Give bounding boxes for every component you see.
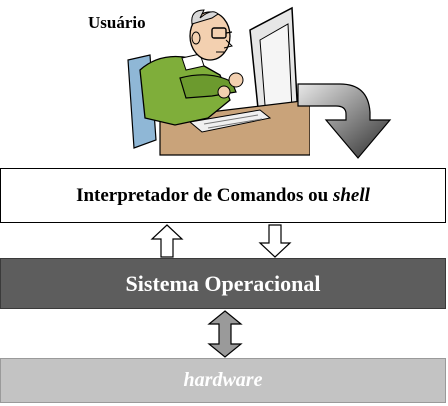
user-at-computer-illustration (127, 6, 310, 156)
up-arrow-icon (150, 224, 184, 258)
hardware-label: hardware (183, 369, 263, 391)
double-arrow-icon (207, 310, 243, 358)
hardware-layer: hardware (0, 358, 446, 403)
shell-layer-text: Interpretador de Comandos ou (76, 184, 333, 206)
operating-system-label: Sistema Operacional (125, 270, 321, 296)
curved-down-arrow-icon (297, 83, 392, 159)
user-label: Usuário (88, 13, 146, 32)
shell-layer: Interpretador de Comandos ou shell (0, 168, 446, 223)
operating-system-layer: Sistema Operacional (0, 258, 446, 309)
shell-layer-emphasis: shell (332, 184, 370, 206)
down-arrow-icon (258, 224, 292, 258)
shell-layer-label: Interpretador de Comandos ou shell (76, 185, 370, 207)
